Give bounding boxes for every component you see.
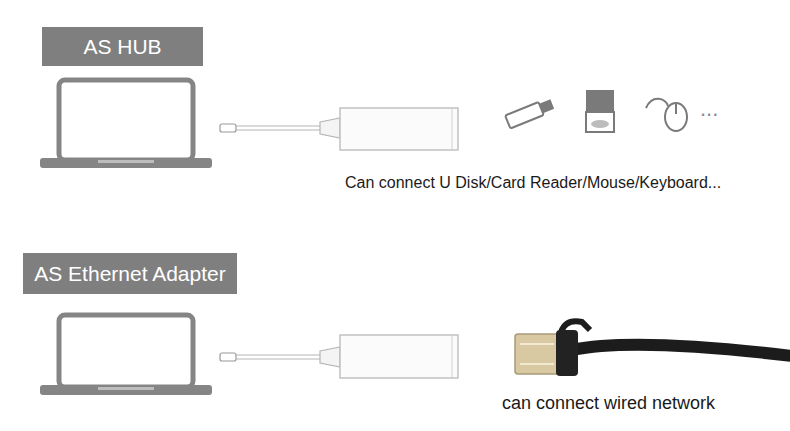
- adapter-body: [340, 335, 458, 378]
- plug-contacts: [520, 343, 554, 345]
- laptop-notch: [98, 160, 154, 163]
- strain-relief: [320, 347, 340, 367]
- cable-line: [236, 358, 322, 359]
- cable-line: [236, 354, 322, 355]
- adapter-edge: [452, 335, 453, 378]
- ethernet-cable: [572, 345, 790, 356]
- adapter-edge: [452, 108, 453, 150]
- card-reader-top: [586, 90, 614, 112]
- strain-relief: [320, 118, 340, 138]
- caption-text: Can connect U Disk/Card Reader/Mouse/Key…: [345, 174, 721, 192]
- card-reader-disc: [591, 120, 609, 128]
- plug-contacts: [520, 363, 554, 365]
- usb-c-plug: [220, 124, 236, 132]
- plug-boot: [556, 330, 578, 376]
- cable-line: [236, 129, 322, 130]
- laptop-base: [40, 158, 212, 168]
- label-box: AS Ethernet Adapter: [23, 253, 237, 294]
- mouse-body: [665, 103, 687, 131]
- usb-stick-plug: [539, 99, 554, 113]
- laptop-notch: [98, 387, 154, 390]
- mouse-icon: [646, 99, 687, 131]
- usb-stick-icon: [505, 98, 555, 129]
- adapter-body: [340, 108, 458, 150]
- laptop-screen: [59, 315, 193, 387]
- section-heading: AS Ethernet Adapter: [34, 262, 225, 286]
- mouse-cord: [646, 99, 668, 108]
- label-box: AS HUB: [42, 27, 203, 66]
- mouse-button-line: [675, 103, 677, 114]
- rj45-plug: [515, 334, 559, 374]
- laptop-screen: [59, 80, 193, 160]
- usb-c-plug: [220, 353, 236, 361]
- section-heading: AS HUB: [83, 35, 161, 59]
- usb-stick-body: [505, 102, 544, 128]
- caption-text: ...: [700, 96, 718, 122]
- card-reader-bottom: [586, 112, 614, 132]
- cable-line: [236, 125, 322, 126]
- laptop-base: [40, 385, 212, 395]
- caption-text: can connect wired network: [502, 393, 715, 414]
